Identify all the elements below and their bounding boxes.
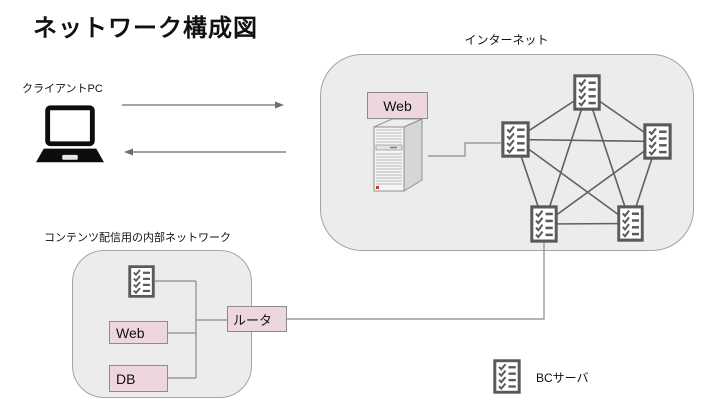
- laptop-icon: [36, 105, 104, 163]
- bc-server-node-icon: [643, 123, 672, 160]
- response-arrow: [124, 148, 286, 156]
- router-box: ルータ: [227, 306, 287, 332]
- web-server-icon: [373, 118, 423, 192]
- bc-server-node-icon: [530, 205, 558, 243]
- bc-server-node-icon: [573, 74, 601, 111]
- internal-db-box: DB: [109, 365, 168, 392]
- web-server-box: Web: [367, 92, 428, 119]
- mesh-to-router-connector: [287, 243, 545, 320]
- bc-server-legend-icon: [493, 359, 521, 394]
- page-title: ネットワーク構成図: [33, 15, 258, 42]
- internet-zone-label: インターネット: [464, 33, 549, 47]
- bc-server-node-icon: [128, 265, 155, 298]
- bc-server-legend-label: BCサーバ: [536, 371, 589, 385]
- internal-network-label: コンテンツ配信用の内部ネットワーク: [44, 232, 231, 244]
- bc-server-node-icon: [617, 205, 644, 242]
- internal-web-box: Web: [109, 321, 168, 344]
- request-arrow: [122, 101, 284, 109]
- bc-server-node-icon: [501, 121, 530, 158]
- client-pc-label: クライアントPC: [22, 83, 103, 95]
